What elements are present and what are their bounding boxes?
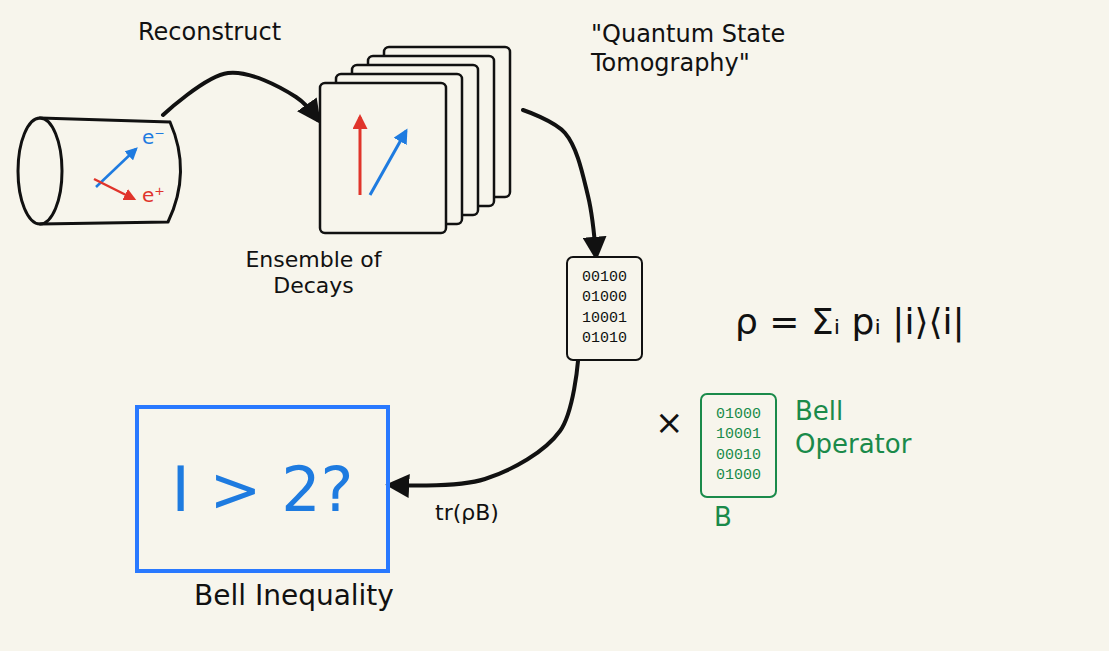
times-symbol: × (655, 402, 684, 443)
symbol-label: B (714, 502, 732, 532)
positron-track (94, 179, 134, 199)
node-caption: Bell Inequality (194, 579, 394, 612)
event-card (320, 83, 446, 233)
edge-label: "Quantum State Tomography" (588, 20, 794, 78)
flow-arrow (163, 73, 318, 120)
spin-arrow (370, 131, 406, 195)
inequality-box: I > 2?Bell Inequality (135, 405, 390, 573)
particle-label: e⁺ (142, 183, 165, 207)
detector-cylinder: e⁻ e⁺ (10, 115, 188, 227)
matrix-entries: 01000 10001 00010 01000 (716, 405, 761, 486)
flow-arrow (523, 110, 596, 256)
spin-arrow (359, 117, 362, 195)
edge-label: tr(ρB) (432, 500, 502, 526)
particle-label: e⁻ (142, 125, 165, 149)
edge-label: Reconstruct (135, 18, 284, 47)
outline-drawing (318, 45, 523, 235)
event-stack: Ensemble of Decays (318, 45, 523, 235)
inequality-text: I > 2? (171, 453, 353, 526)
bell-operator-matrix: 01000 10001 00010 01000Bell OperatorB (700, 393, 777, 498)
density-matrix: 00100 01000 10001 01010 (566, 256, 643, 361)
density-formula: ρ = Σᵢ pᵢ |i⟩⟨i| (735, 300, 965, 343)
cylinder-end (18, 118, 62, 224)
matrix-entries: 00100 01000 10001 01010 (582, 268, 627, 349)
electron-track (96, 149, 136, 187)
cylinder-body (40, 118, 181, 224)
node-caption: Ensemble of Decays (226, 247, 401, 300)
flow-arrow (390, 361, 578, 486)
node-caption: Bell Operator (795, 395, 925, 460)
